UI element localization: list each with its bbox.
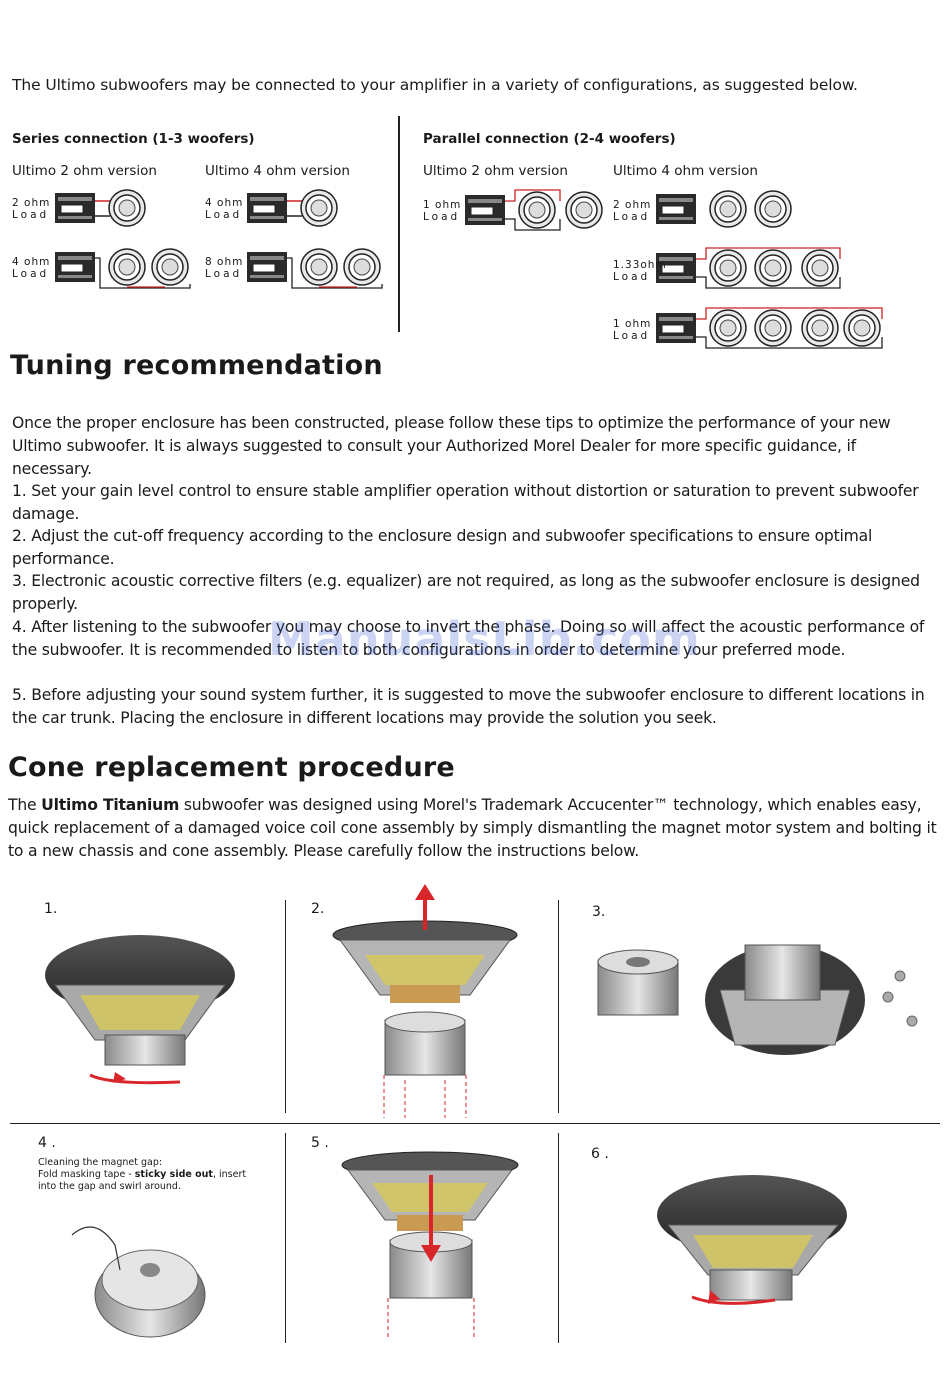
- grid-divider: [285, 1133, 286, 1343]
- cone-heading: Cone replacement procedure: [8, 752, 455, 783]
- grid-divider: [558, 900, 559, 1113]
- tuning-item-4: 4. After listening to the subwoofer you …: [12, 618, 925, 659]
- grid-divider: [285, 900, 286, 1113]
- tuning-item-1: 1. Set your gain level control to ensure…: [12, 482, 919, 523]
- woofer-illustration: [45, 935, 235, 1085]
- step-number: 5 .: [311, 1135, 329, 1151]
- series-2ohm-version: Ultimo 2 ohm version: [12, 163, 157, 179]
- series-title: Series connection (1-3 woofers): [12, 131, 255, 147]
- cone-intro: The Ultimo Titanium subwoofer was design…: [8, 796, 937, 860]
- step-number: 1.: [44, 901, 58, 917]
- grid-divider: [10, 1123, 940, 1124]
- tuning-item-5: 5. Before adjusting your sound system fu…: [12, 686, 925, 727]
- parallel-4ohm-version: Ultimo 4 ohm version: [613, 163, 758, 179]
- step-number: 6 .: [591, 1146, 609, 1162]
- series-wiring-diagram: [54, 189, 883, 349]
- step4-instructions: Cleaning the magnet gap: Fold masking ta…: [38, 1157, 247, 1192]
- parallel-title: Parallel connection (2-4 woofers): [423, 131, 676, 147]
- tuning-item-3: 3. Electronic acoustic corrective filter…: [12, 572, 920, 613]
- watermark: ManualsLib.com: [268, 612, 701, 666]
- tuning-intro: Once the proper enclosure has been const…: [12, 414, 891, 478]
- tuning-heading: Tuning recommendation: [10, 350, 383, 381]
- intro-text: The Ultimo subwoofers may be connected t…: [12, 76, 858, 94]
- woofer-illustration: [341, 1151, 519, 1340]
- series-4ohm-version: Ultimo 4 ohm version: [205, 163, 350, 179]
- step-number: 2.: [311, 901, 325, 917]
- section-divider: [398, 116, 400, 332]
- woofer-illustration: [657, 1175, 847, 1305]
- step-number: 3.: [592, 904, 606, 920]
- grid-divider: [558, 1133, 559, 1343]
- tuning-item-2: 2. Adjust the cut-off frequency accordin…: [12, 527, 873, 568]
- parallel-2ohm-version: Ultimo 2 ohm version: [423, 163, 568, 179]
- woofer-illustration: [597, 944, 918, 1055]
- magnet-illustration: [71, 1226, 206, 1338]
- step-number: 4 .: [38, 1135, 56, 1151]
- woofer-illustration: [332, 884, 518, 1118]
